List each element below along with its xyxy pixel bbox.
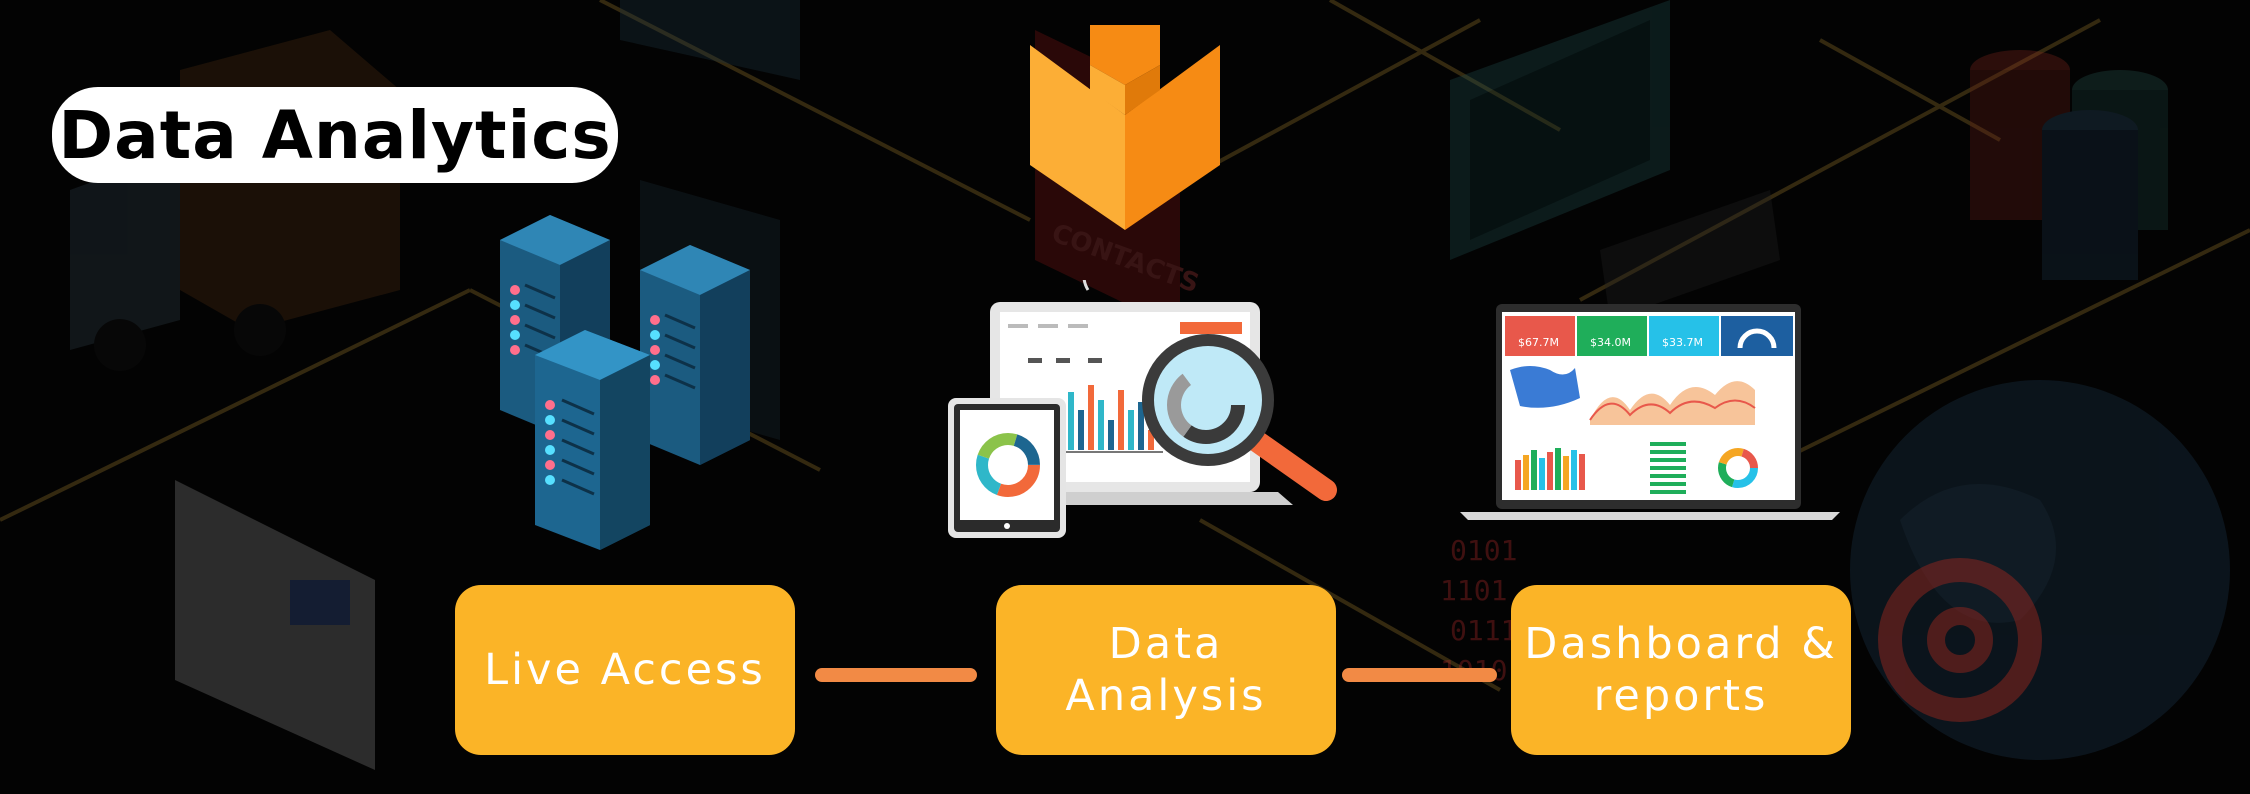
kpi-3-value: $33.7M <box>1662 336 1703 349</box>
envelope-bg-icon <box>175 480 375 770</box>
svg-text:1101: 1101 <box>1440 574 1507 607</box>
step-dashboard-reports: Dashboard & reports <box>1511 585 1851 755</box>
monitor-right-bg-icon <box>1450 0 1780 320</box>
svg-text:0101: 0101 <box>1450 534 1517 567</box>
database-bg-icon <box>1970 50 2168 280</box>
analysis-laptop-icon <box>948 280 1337 538</box>
dashboard-laptop-icon: $67.7M $34.0M $33.7M <box>1460 304 1840 520</box>
page-title: Data Analytics <box>58 96 612 174</box>
title-badge: Data Analytics <box>50 85 620 185</box>
kpi-1-value: $67.7M <box>1518 336 1559 349</box>
connector-2 <box>1342 668 1497 682</box>
svg-text:0111: 0111 <box>1450 614 1517 647</box>
connector-1 <box>815 668 977 682</box>
at-sign-bg-icon <box>1878 558 2042 722</box>
servers-icon <box>500 215 750 550</box>
truck-bg-icon <box>70 30 400 371</box>
step-data-analysis: Data Analysis <box>996 585 1336 755</box>
down-arrow-icon <box>1030 25 1220 230</box>
step-live-access: Live Access <box>455 585 795 755</box>
kpi-2-value: $34.0M <box>1590 336 1631 349</box>
globe-bg-icon <box>1850 380 2230 760</box>
